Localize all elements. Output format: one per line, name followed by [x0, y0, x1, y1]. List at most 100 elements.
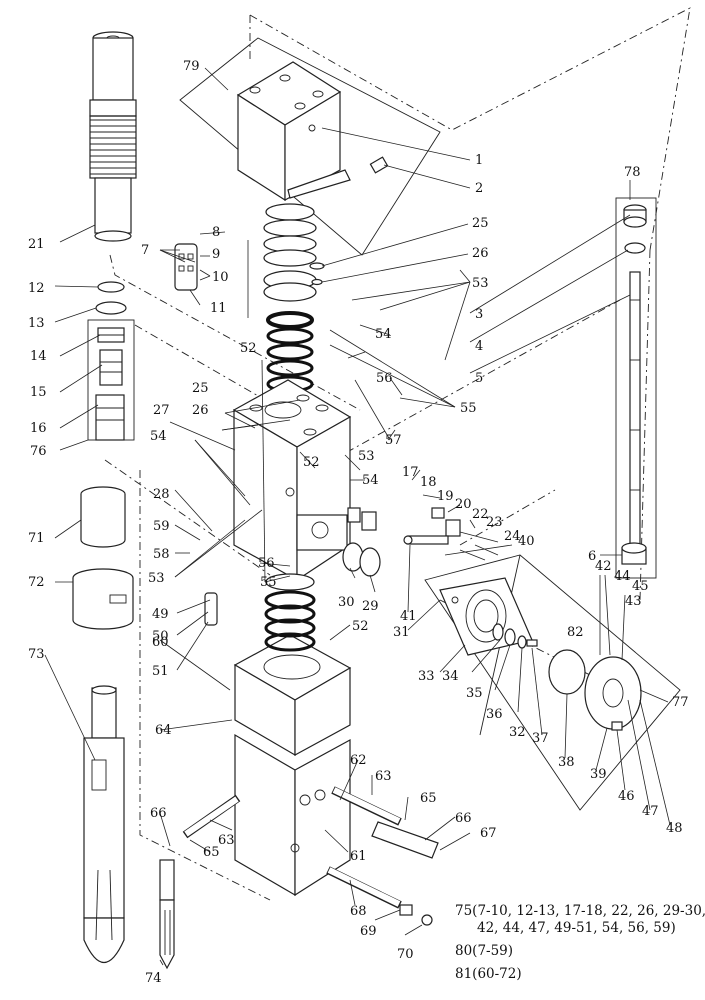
part-7-11-assembly: [174, 243, 198, 291]
callout-8: 8: [212, 225, 220, 240]
callout-74: 74: [145, 971, 162, 986]
part-67-key: [371, 821, 439, 859]
callout-61: 61: [350, 849, 367, 864]
callout-53c: 53: [148, 571, 165, 586]
callout-32: 32: [509, 725, 526, 740]
callout-5: 5: [475, 371, 483, 386]
part-13-ring: [95, 301, 127, 315]
callout-39: 39: [590, 767, 607, 782]
callout-35: 35: [466, 686, 483, 701]
callout-53: 53: [472, 276, 489, 291]
callout-27: 27: [153, 403, 170, 418]
callout-15: 15: [30, 385, 47, 400]
legend-line-75b: 42, 44, 47, 49-51, 54, 56, 59): [477, 920, 676, 936]
seal-stack-upper: [263, 203, 317, 393]
callout-69: 69: [360, 924, 377, 939]
seal-stack-lower: [264, 573, 316, 652]
callout-77: 77: [672, 695, 689, 710]
part-60-lower-body: [233, 634, 352, 897]
callout-25b: 25: [192, 381, 209, 396]
callout-29: 29: [362, 599, 379, 614]
callout-53b: 53: [358, 449, 375, 464]
callout-49: 49: [152, 607, 169, 622]
callout-25: 25: [472, 216, 489, 231]
part-71-bushing: [80, 486, 126, 548]
part-12-ring: [97, 281, 125, 293]
part-69-pin-end: [399, 904, 413, 916]
callout-62: 62: [350, 753, 367, 768]
callout-18: 18: [420, 475, 437, 490]
callout-11: 11: [210, 301, 227, 316]
part-72-bushing: [72, 568, 134, 630]
callout-57: 57: [385, 433, 402, 448]
callout-16: 16: [30, 421, 47, 436]
part-46-bolt: [611, 721, 623, 731]
callout-56: 56: [376, 371, 393, 386]
part-70-clip: [421, 914, 433, 926]
callout-2: 2: [475, 181, 483, 196]
callout-13: 13: [28, 316, 45, 331]
callout-34: 34: [442, 669, 459, 684]
callout-71: 71: [28, 531, 45, 546]
callout-28: 28: [153, 487, 170, 502]
callout-54: 54: [375, 327, 392, 342]
callout-76: 76: [30, 444, 47, 459]
callout-14: 14: [30, 349, 47, 364]
part-20-24-fittings: [347, 507, 461, 545]
callout-79: 79: [183, 59, 200, 74]
callout-56b: 56: [258, 556, 275, 571]
callout-38: 38: [558, 755, 575, 770]
callout-70: 70: [397, 947, 414, 962]
callout-9: 9: [212, 247, 220, 262]
legend-line-81: 81(60-72): [455, 966, 522, 982]
callout-26b: 26: [192, 403, 209, 418]
callout-20: 20: [455, 497, 472, 512]
callout-55: 55: [460, 401, 477, 416]
callout-44: 44: [614, 569, 631, 584]
callout-40: 40: [518, 534, 535, 549]
callout-19: 19: [437, 489, 454, 504]
legend-line-75a: 75(7-10, 12-13, 17-18, 22, 26, 29-30,: [455, 903, 705, 919]
callout-66: 66: [455, 811, 472, 826]
callout-43: 43: [625, 594, 642, 609]
callout-54b: 54: [362, 473, 379, 488]
callout-26: 26: [472, 246, 489, 261]
part-2-bolt: [369, 156, 389, 174]
callout-54c: 54: [150, 429, 167, 444]
callout-31: 31: [393, 625, 410, 640]
callout-48: 48: [666, 821, 683, 836]
callout-12: 12: [28, 281, 45, 296]
callout-58: 58: [153, 547, 170, 562]
callout-65b: 65: [203, 845, 220, 860]
callout-10: 10: [212, 270, 229, 285]
callout-46: 46: [618, 789, 635, 804]
callout-24: 24: [504, 529, 521, 544]
part-73-tool: [83, 685, 125, 963]
callout-41: 41: [400, 609, 417, 624]
callout-52: 52: [240, 341, 257, 356]
part-6-nut: [621, 542, 647, 565]
callout-3: 3: [475, 307, 483, 322]
leader-lines: [44, 67, 671, 966]
part-74-small-chisel: [159, 859, 175, 970]
part-38-disc: [548, 649, 586, 695]
callout-labels: 1 2 3 4 5 6 7 8 9 10 11 12 13 14 15 16 1…: [28, 59, 689, 986]
callout-64: 64: [155, 723, 172, 738]
part-14-16-valve-stack: [95, 327, 125, 441]
callout-30: 30: [338, 595, 355, 610]
part-29-oring: [359, 547, 381, 577]
part-27-upper-body: [232, 379, 352, 582]
callout-7: 7: [141, 243, 149, 258]
callout-1: 1: [475, 153, 483, 168]
callout-59: 59: [153, 519, 170, 534]
part-5-rod: [629, 271, 641, 553]
part-3-nut: [623, 204, 647, 228]
legend-line-80: 80(7-59): [455, 943, 514, 959]
callout-50: 50: [152, 629, 169, 644]
callout-72: 72: [28, 575, 45, 590]
kit-legend: 75(7-10, 12-13, 17-18, 22, 26, 29-30, 42…: [455, 903, 705, 983]
callout-67: 67: [480, 826, 497, 841]
part-63-68-pins: [182, 786, 402, 909]
callout-21: 21: [28, 237, 45, 252]
